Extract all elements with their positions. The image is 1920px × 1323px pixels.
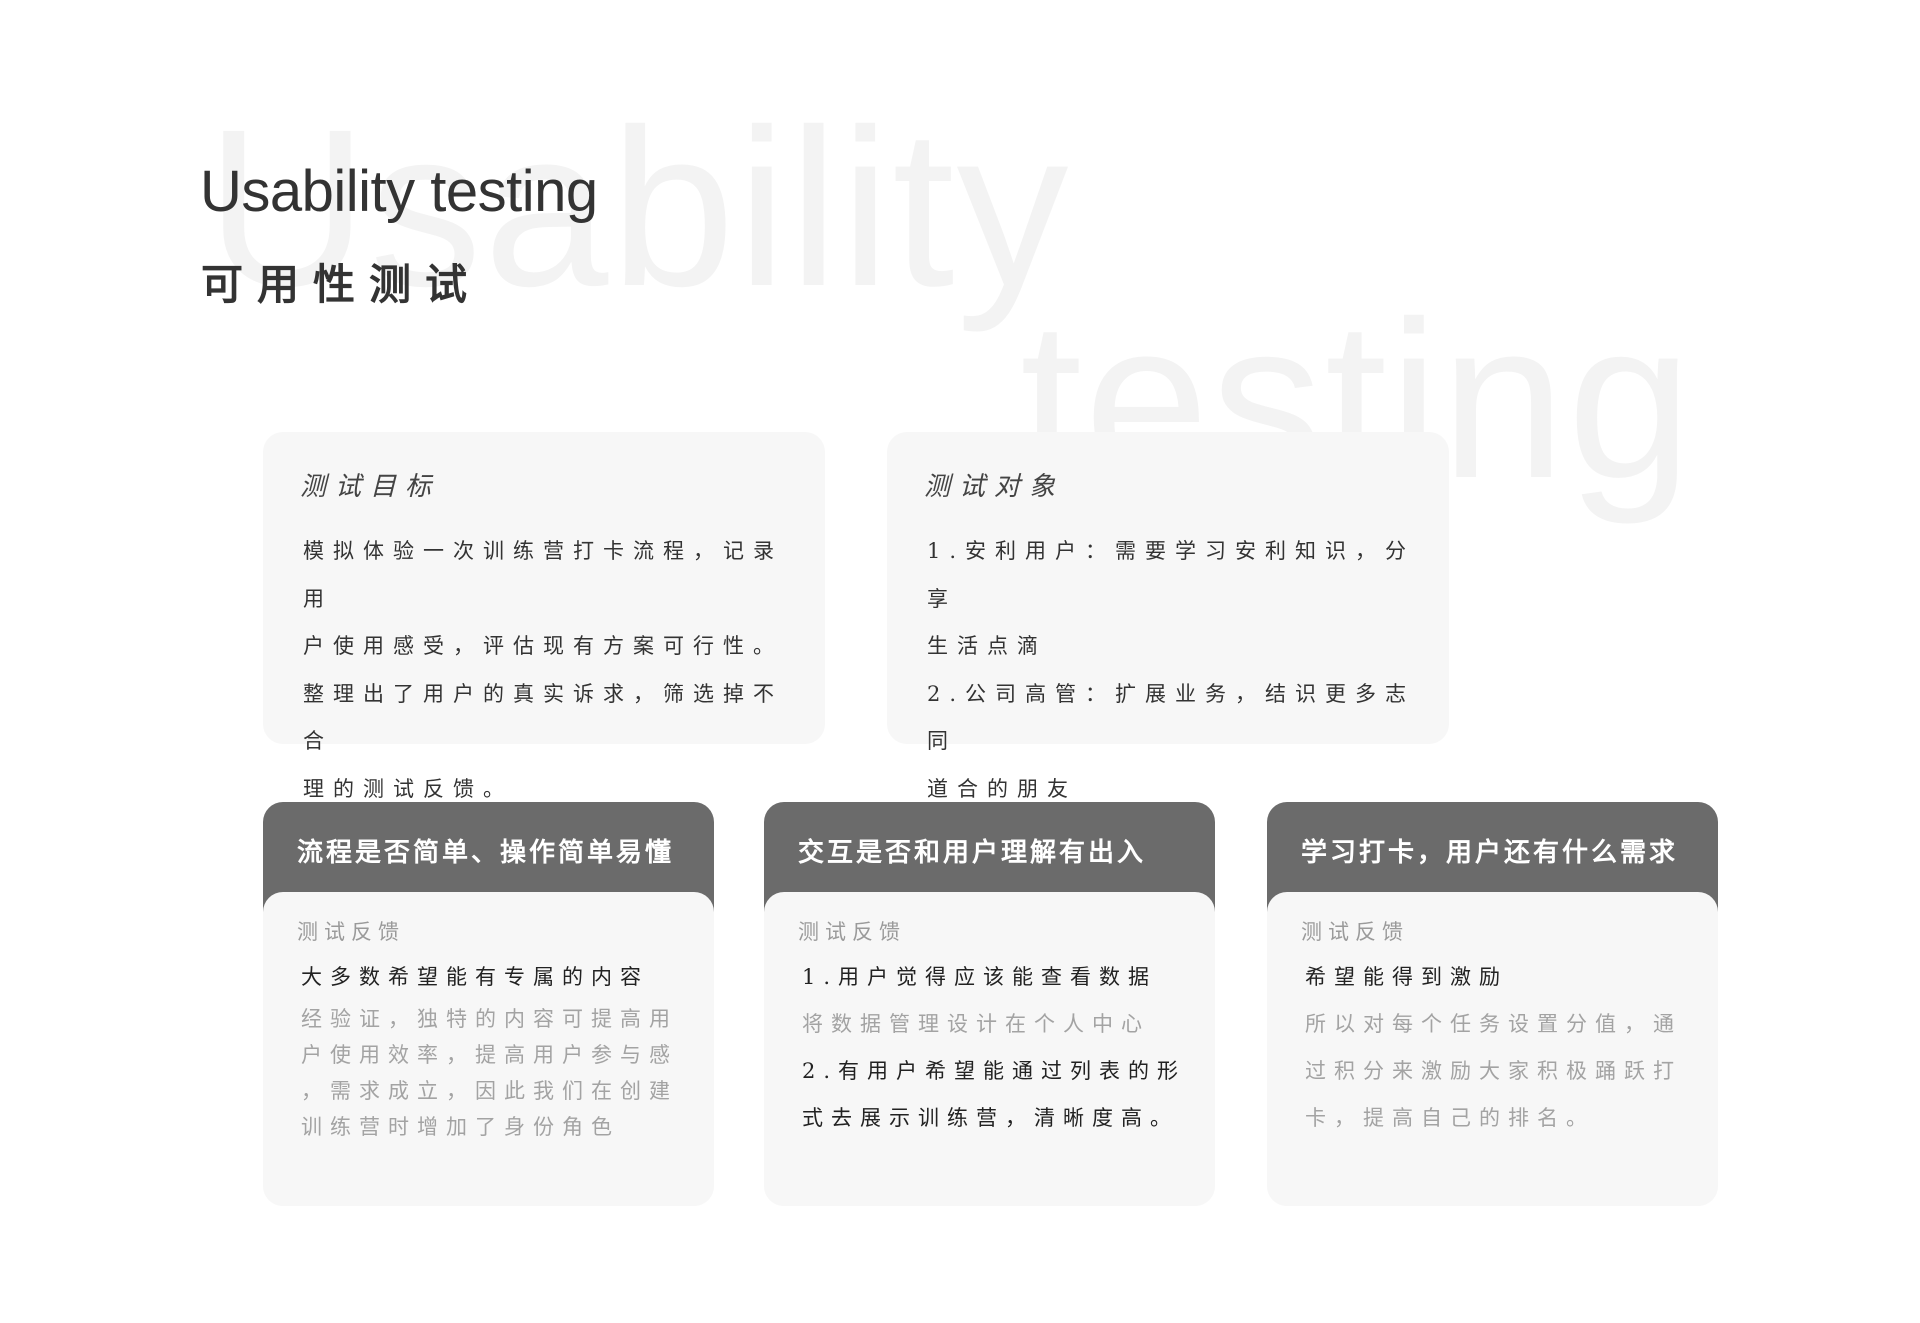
feedback-label: 测试反馈 xyxy=(297,920,405,944)
feedback-card-title: 流程是否简单、操作简单易懂 xyxy=(297,838,675,868)
background-word-usability: Usability xyxy=(206,83,1071,333)
feedback-line: 将数据管理设计在个人中心 xyxy=(802,1012,1150,1036)
feedback-card-needs: 学习打卡，用户还有什么需求 测试反馈 希望能得到激励 所以对每个任务设置分值，通… xyxy=(1267,802,1718,1206)
feedback-line: 1.用户觉得应该能查看数据 xyxy=(802,965,1158,989)
test-goal-body: 模拟体验一次训练营打卡流程，记录用 户使用感受，评估现有方案可行性。 整理出了用… xyxy=(303,528,803,813)
page-title-chinese: 可用性测试 xyxy=(201,260,482,309)
feedback-card-body: 测试反馈 希望能得到激励 所以对每个任务设置分值，通 过积分来激励大家积极踊跃打… xyxy=(1267,892,1718,1206)
feedback-text: 大多数希望能有专属的内容 经验证，独特的内容可提高用 户使用效率，提高用户参与感… xyxy=(301,954,696,1145)
test-goal-line: 整理出了用户的真实诉求，筛选掉不合 xyxy=(303,681,783,754)
feedback-line: 经验证，独特的内容可提高用 xyxy=(301,1007,678,1031)
test-subjects-card: 测试对象 1.安利用户：需要学习安利知识，分享 生活点滴 2.公司高管：扩展业务… xyxy=(887,432,1449,801)
test-subjects-line: 生活点滴 xyxy=(927,634,1047,658)
feedback-label: 测试反馈 xyxy=(1301,920,1409,944)
feedback-card-body: 测试反馈 1.用户觉得应该能查看数据 将数据管理设计在个人中心 2.有用户希望能… xyxy=(764,892,1215,1206)
feedback-card-process: 流程是否简单、操作简单易懂 测试反馈 大多数希望能有专属的内容 经验证，独特的内… xyxy=(263,802,714,1206)
feedback-line: ，需求成立，因此我们在创建 xyxy=(301,1079,678,1103)
test-subjects-line: 2.公司高管：扩展业务，结识更多志同 xyxy=(927,681,1416,754)
feedback-card-title: 交互是否和用户理解有出入 xyxy=(798,838,1147,868)
test-subjects-body: 1.安利用户：需要学习安利知识，分享 生活点滴 2.公司高管：扩展业务，结识更多… xyxy=(927,528,1427,813)
feedback-text: 1.用户觉得应该能查看数据 将数据管理设计在个人中心 2.有用户希望能通过列表的… xyxy=(802,954,1197,1142)
page-title-english: Usability testing xyxy=(200,159,598,224)
feedback-line: 训练营时增加了身份角色 xyxy=(301,1115,620,1139)
feedback-card-title: 学习打卡，用户还有什么需求 xyxy=(1301,838,1679,868)
feedback-line: 过积分来激励大家积极踊跃打 xyxy=(1305,1059,1682,1083)
feedback-line: 大多数希望能有专属的内容 xyxy=(301,965,649,989)
test-goal-card: 测试目标 模拟体验一次训练营打卡流程，记录用 户使用感受，评估现有方案可行性。 … xyxy=(263,432,825,801)
test-goal-line: 理的测试反馈。 xyxy=(303,776,513,801)
feedback-text: 希望能得到激励 所以对每个任务设置分值，通 过积分来激励大家积极踊跃打 卡，提高… xyxy=(1305,954,1700,1142)
feedback-line: 户使用效率，提高用户参与感 xyxy=(301,1043,678,1067)
feedback-card-body: 测试反馈 大多数希望能有专属的内容 经验证，独特的内容可提高用 户使用效率，提高… xyxy=(263,892,714,1206)
test-subjects-line: 道合的朋友 xyxy=(927,776,1077,801)
feedback-line: 卡，提高自己的排名。 xyxy=(1305,1106,1595,1130)
test-goal-line: 户使用感受，评估现有方案可行性。 xyxy=(303,634,783,658)
feedback-card-interaction: 交互是否和用户理解有出入 测试反馈 1.用户觉得应该能查看数据 将数据管理设计在… xyxy=(764,802,1215,1206)
test-goal-heading: 测试目标 xyxy=(300,472,441,502)
feedback-label: 测试反馈 xyxy=(798,920,906,944)
test-subjects-line: 1.安利用户：需要学习安利知识，分享 xyxy=(927,539,1416,611)
feedback-line: 希望能得到激励 xyxy=(1305,965,1508,989)
test-subjects-heading: 测试对象 xyxy=(924,472,1065,502)
feedback-line: 2.有用户希望能通过列表的形 xyxy=(802,1059,1187,1083)
feedback-line: 式去展示训练营，清晰度高。 xyxy=(802,1106,1179,1130)
feedback-line: 所以对每个任务设置分值，通 xyxy=(1305,1012,1682,1036)
test-goal-line: 模拟体验一次训练营打卡流程，记录用 xyxy=(303,539,783,611)
